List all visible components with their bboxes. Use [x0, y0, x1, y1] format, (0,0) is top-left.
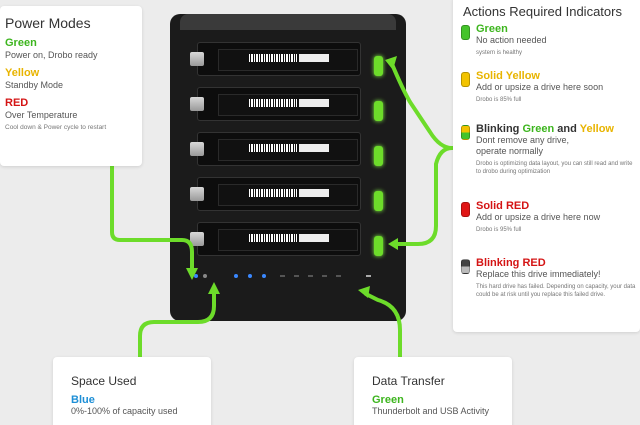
- action-solid-red: Solid RED Add or upsize a drive here now…: [461, 200, 636, 234]
- capacity-led-4: [280, 275, 285, 277]
- barcode: [249, 54, 297, 62]
- power-mode-red-desc: Over Temperature: [5, 110, 78, 120]
- drive-bay-2: [190, 87, 361, 121]
- action-blinking-desc-2: operate normally: [476, 146, 544, 156]
- action-yellow-title: Solid Yellow: [476, 70, 540, 82]
- red-led-icon: [461, 202, 470, 217]
- space-used-card: Space Used Blue 0%-100% of capacity used: [53, 357, 211, 425]
- action-blinking-red-note: This hard drive has failed. Depending on…: [476, 284, 636, 298]
- action-red-desc: Add or upsize a drive here now: [476, 212, 601, 222]
- drive-label: [299, 234, 329, 242]
- action-green-note: system is healthy: [476, 50, 523, 56]
- capacity-led-3: [262, 274, 266, 278]
- drive-bay-1: [190, 42, 361, 76]
- action-blinking-red: Blinking RED Replace this drive immediat…: [461, 257, 636, 299]
- action-green: Green No action needed system is healthy: [461, 23, 636, 57]
- drive-label: [299, 144, 329, 152]
- capacity-led-6: [308, 275, 313, 277]
- barcode: [249, 99, 297, 107]
- power-mode-red-note: Cool down & Power cycle to restart: [5, 124, 107, 131]
- drive-label: [299, 54, 329, 62]
- green-word: Green: [522, 123, 555, 135]
- action-red-title: Solid RED: [476, 200, 530, 212]
- capacity-led-8: [336, 275, 341, 277]
- power-mode-red-title: RED: [5, 97, 29, 109]
- power-button-icon: [203, 274, 207, 278]
- action-red-note: Drobo is 95% full: [476, 227, 522, 233]
- bay-handle: [190, 187, 204, 201]
- green-led-icon: [461, 25, 470, 40]
- capacity-led-7: [322, 275, 327, 277]
- drive-tray: [218, 184, 358, 206]
- action-green-title: Green: [476, 23, 508, 35]
- data-transfer-card: Data Transfer Green Thunderbolt and USB …: [354, 357, 512, 425]
- action-blinking-title: Blinking Green and Yellow: [476, 123, 636, 135]
- data-transfer-title: Data Transfer: [372, 374, 445, 388]
- drive-label: [299, 189, 329, 197]
- power-mode-yellow-title: Yellow: [5, 67, 40, 79]
- action-blinking-desc-1: Dont remove any drive,: [476, 135, 570, 145]
- action-blinking-note: Drobo is optimizing data layout, you can…: [476, 161, 633, 175]
- bay-led-4: [374, 191, 383, 211]
- data-transfer-desc: Thunderbolt and USB Activity: [372, 406, 490, 416]
- device-top: [180, 14, 396, 30]
- bay-led-3: [374, 146, 383, 166]
- bay-handle: [190, 52, 204, 66]
- activity-led: [366, 275, 371, 277]
- action-blinking-red-title: Blinking RED: [476, 257, 546, 269]
- actions-required-card: Actions Required Indicators Green No act…: [453, 0, 640, 332]
- space-used-desc: 0%-100% of capacity used: [71, 406, 178, 416]
- power-mode-yellow-desc: Standby Mode: [5, 80, 64, 90]
- and-word: and: [554, 123, 580, 135]
- action-yellow-note: Drobo is 85% full: [476, 97, 522, 103]
- drive-tray: [218, 94, 358, 116]
- action-green-desc: No action needed: [476, 35, 547, 45]
- drive-bay-4: [190, 177, 361, 211]
- data-transfer-mode: Green: [372, 394, 404, 406]
- bay-led-5: [374, 236, 383, 256]
- yellow-word: Yellow: [579, 123, 614, 135]
- capacity-led-2: [248, 274, 252, 278]
- bay-handle: [190, 232, 204, 246]
- bay-handle: [190, 97, 204, 111]
- barcode: [249, 144, 297, 152]
- space-used-title: Space Used: [71, 374, 137, 388]
- action-blinking-red-desc: Replace this drive immediately!: [476, 269, 601, 279]
- drive-tray: [218, 139, 358, 161]
- green-yellow-led-icon: [461, 125, 470, 140]
- yellow-led-icon: [461, 72, 470, 87]
- power-modes-title: Power Modes: [5, 15, 91, 31]
- blinking-word: Blinking: [476, 123, 523, 135]
- capacity-led-1: [234, 274, 238, 278]
- capacity-led-5: [294, 275, 299, 277]
- power-led: [194, 274, 198, 278]
- action-solid-yellow: Solid Yellow Add or upsize a drive here …: [461, 70, 636, 104]
- bay-handle: [190, 142, 204, 156]
- power-mode-green-desc: Power on, Drobo ready: [5, 50, 98, 60]
- drive-tray: [218, 49, 358, 71]
- power-mode-green-title: Green: [5, 37, 37, 49]
- bay-led-1: [374, 56, 383, 76]
- barcode: [249, 234, 297, 242]
- action-blinking-green-yellow: Blinking Green and Yellow Dont remove an…: [461, 123, 636, 176]
- bay-led-2: [374, 101, 383, 121]
- blinking-red-led-icon: [461, 259, 470, 274]
- actions-title: Actions Required Indicators: [463, 4, 622, 19]
- space-used-mode: Blue: [71, 394, 95, 406]
- drobo-device: [170, 14, 406, 321]
- drive-label: [299, 99, 329, 107]
- drive-tray: [218, 229, 358, 251]
- barcode: [249, 189, 297, 197]
- power-modes-card: Power Modes Green Power on, Drobo ready …: [0, 6, 142, 166]
- drive-bay-5: [190, 222, 361, 256]
- front-panel: [190, 266, 386, 286]
- action-yellow-desc: Add or upsize a drive here soon: [476, 82, 604, 92]
- drive-bay-3: [190, 132, 361, 166]
